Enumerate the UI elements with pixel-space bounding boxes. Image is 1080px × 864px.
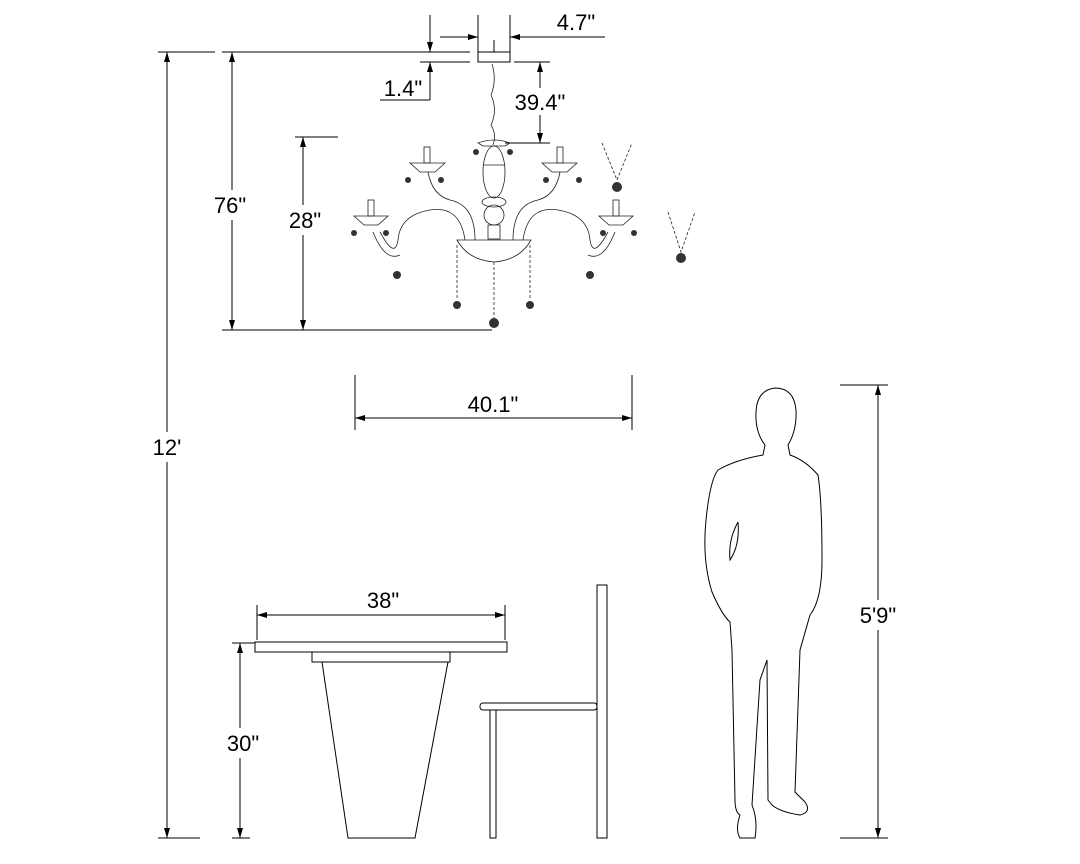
chandelier-drawing — [351, 40, 696, 328]
overall-drop-label: 76" — [214, 193, 246, 218]
canopy — [477, 51, 511, 63]
canopy-width-dimension: 4.7" — [440, 10, 605, 52]
fixture-width-dimension: 40.1" — [354, 375, 633, 430]
ceiling-height-label: 12' — [153, 435, 182, 460]
crystal-strand — [667, 211, 696, 254]
fixture-width-label: 40.1" — [468, 392, 519, 417]
crystal-drops — [351, 149, 686, 328]
overall-drop-dimension: 76" — [205, 51, 492, 331]
table-drawing — [254, 641, 508, 839]
chair-drawing — [479, 584, 608, 839]
chain-length-label: 39.4" — [515, 90, 566, 115]
table-height-dimension: 30" — [218, 642, 268, 839]
person-silhouette — [704, 387, 823, 839]
fixture-height-label: 28" — [289, 208, 321, 233]
fixture-height-dimension: 28" — [280, 136, 338, 330]
canopy-height-dimension: 1.4" — [380, 15, 470, 101]
table-height-label: 30" — [227, 731, 259, 756]
table-width-dimension: 38" — [256, 588, 506, 640]
ceiling-height-dimension: 12' — [145, 51, 215, 839]
person-height-label: 5'9" — [860, 603, 896, 628]
chain — [490, 63, 495, 146]
canopy-width-label: 4.7" — [557, 10, 595, 35]
chain-length-dimension: 39.4" — [505, 61, 566, 144]
table-width-label: 38" — [367, 588, 399, 613]
canopy-height-label: 1.4" — [384, 76, 422, 101]
person-height-dimension: 5'9" — [840, 384, 904, 839]
crystal-strand — [601, 142, 633, 182]
